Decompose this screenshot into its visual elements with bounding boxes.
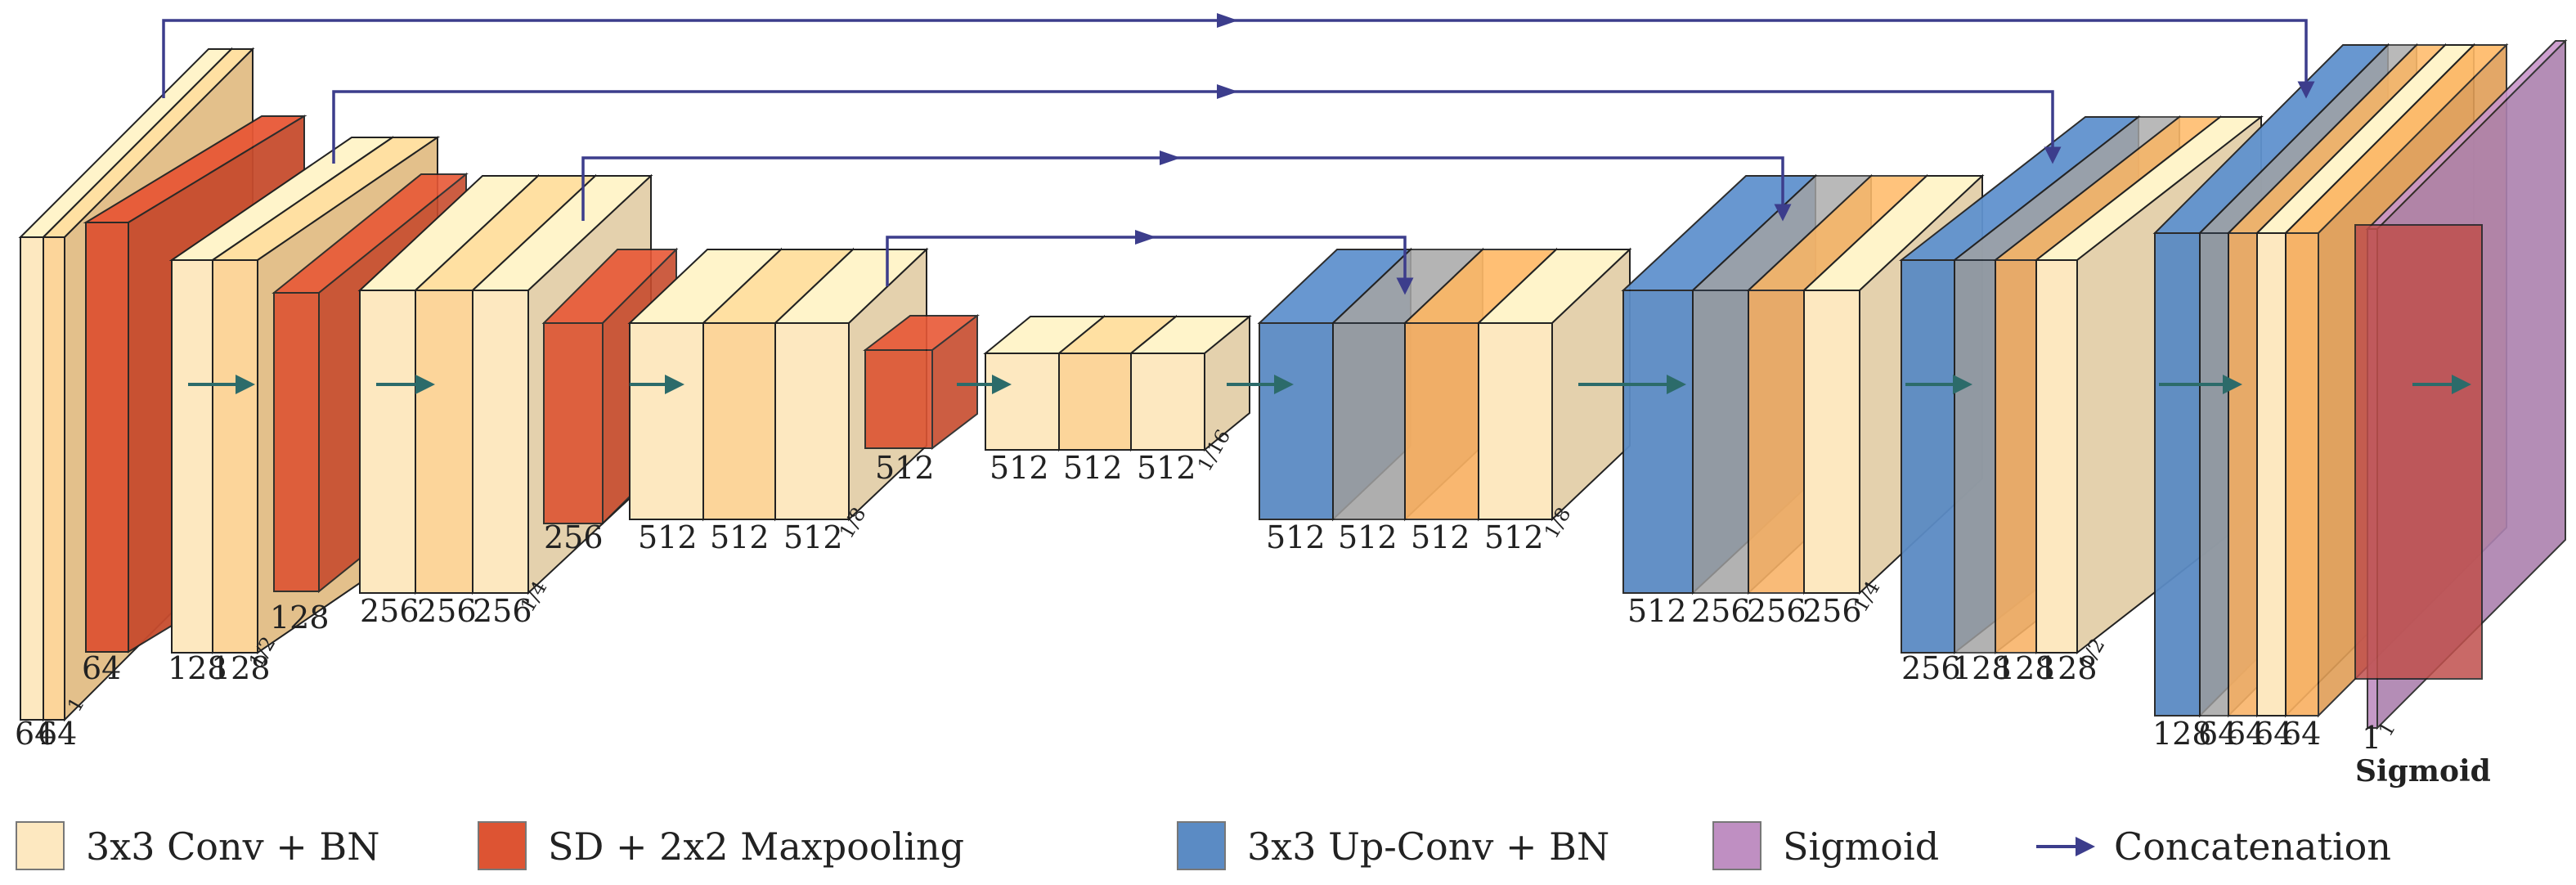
dec3-dim-c: 256 [1747, 593, 1806, 629]
legend-label-0: 3x3 Conv + BN [86, 824, 379, 869]
enc4-conv-b-front [702, 322, 776, 520]
enc3-conv-c-front [472, 290, 529, 594]
enc2-conv-b-front [212, 259, 258, 654]
enc2-pool-dim: 128 [270, 600, 330, 636]
dec1-dim-e: 64 [2282, 716, 2321, 752]
dec1-concat-front [2199, 232, 2229, 717]
enc4-conv-c-front [774, 322, 850, 520]
dec4-conv-a-front [1404, 322, 1479, 520]
dec1-dim-d: 64 [2254, 716, 2293, 752]
enc2-dim-b: 128 [211, 650, 271, 686]
dec1-dim-b: 64 [2198, 716, 2237, 752]
dec4-dim-c: 512 [1411, 519, 1470, 555]
dec1-dim-c: 64 [2226, 716, 2265, 752]
enc3-conv-b-front [415, 290, 473, 594]
dec2-conv-b-front [2035, 259, 2078, 654]
dec3-upconv-front [1622, 290, 1694, 594]
dec3-conv-b-front [1803, 290, 1860, 594]
enc2-conv-a-front [171, 259, 213, 654]
bott-dim-b: 512 [1063, 450, 1123, 486]
connections [162, 13, 2471, 394]
skip-connection-3 [581, 156, 1792, 222]
dec2-dim-c: 128 [1995, 650, 2055, 686]
dec1-conv-b-front [2256, 232, 2287, 717]
dec3-dim-a: 512 [1627, 593, 1687, 629]
dec2-upconv-front [1901, 259, 1955, 654]
legend-label-2: 3x3 Up-Conv + BN [1247, 824, 1609, 869]
sigmoid-output-label: Sigmoid [2355, 754, 2491, 788]
output-dim: 1 [2362, 720, 2381, 756]
dec2-dim-d: 128 [2038, 650, 2098, 686]
skip-connection-2 [332, 90, 2062, 164]
dec4-concat-front [1332, 322, 1406, 520]
dec1-conv-a-front [2228, 232, 2258, 717]
legend-label-1: SD + 2x2 Maxpooling [548, 824, 964, 869]
dec3-concat-front [1692, 290, 1749, 594]
enc1-pool-front [85, 222, 129, 653]
enc1-conv-b-front [43, 236, 65, 721]
bott-dim-a: 512 [990, 450, 1049, 486]
bott-conv-c-front [1130, 353, 1205, 451]
enc1-pool-dim: 64 [82, 650, 121, 686]
dec4-dim-b: 512 [1338, 519, 1398, 555]
output-feature [2354, 224, 2483, 680]
enc3-pool-front [543, 322, 604, 524]
bott-conv-a-front [985, 353, 1060, 451]
enc3-dim-b: 256 [417, 593, 477, 629]
dec1-dim-a: 128 [2152, 716, 2212, 752]
dec3-dim-b: 256 [1691, 593, 1751, 629]
dec1-conv-c-front [2285, 232, 2319, 717]
enc4-pool [863, 313, 980, 451]
enc1-conv-a-front [20, 236, 44, 721]
dec2-conv-a-front [1995, 259, 2037, 654]
dec4-upconv-front [1259, 322, 1334, 520]
enc1-dim-b: 64 [38, 716, 77, 752]
dec2-dim-b: 128 [1952, 650, 2012, 686]
skip-connection-2-arrowhead [1217, 84, 1238, 99]
pool-swatch [478, 821, 527, 870]
dec3-conv-a-front [1748, 290, 1805, 594]
enc3-dim-c: 256 [473, 593, 532, 629]
skip-connection-1-arrowhead [1217, 13, 1238, 28]
dec1-upconv-front [2154, 232, 2201, 717]
enc4-dim-a: 512 [638, 519, 698, 555]
enc3-dim-a: 256 [360, 593, 420, 629]
legend-label-4: Concatenation [2114, 824, 2391, 869]
dec4-conv-b-front [1478, 322, 1553, 520]
enc1-dim-a: 64 [15, 716, 54, 752]
legend: 3x3 Conv + BN SD + 2x2 Maxpooling 3x3 Up-C… [16, 821, 2391, 870]
enc4-conv-a-front [629, 322, 704, 520]
bott-conv-b-front [1058, 353, 1132, 451]
enc3-conv-a-front [359, 290, 416, 594]
enc2-dim-a: 128 [168, 650, 227, 686]
enc2-pool-front [273, 292, 320, 592]
enc3-pool-dim: 256 [544, 519, 604, 555]
enc4-dim-b: 512 [710, 519, 770, 555]
enc4-pool-front [864, 349, 933, 449]
dec4-dim-a: 512 [1266, 519, 1326, 555]
network-blocks [18, 38, 2568, 730]
sigmoid-swatch [1712, 821, 1761, 870]
upconv-swatch [1177, 821, 1226, 870]
output-feature-front [2354, 224, 2483, 680]
dec2-concat-front [1954, 259, 1996, 654]
legend-label-3: Sigmoid [1783, 824, 1939, 869]
skip-connection-3-arrowhead [1160, 150, 1181, 165]
skip-connection-4-arrowhead [1135, 230, 1156, 245]
skip-connection-1 [162, 19, 2315, 99]
bott-dim-c: 512 [1137, 450, 1196, 486]
conv-swatch [16, 821, 65, 870]
dec3-dim-d: 256 [1802, 593, 1862, 629]
dec4-dim-d: 512 [1484, 519, 1544, 555]
enc4-pool-dim: 512 [875, 450, 935, 486]
dec2-dim-a: 256 [1901, 650, 1961, 686]
enc4-dim-c: 512 [783, 519, 843, 555]
